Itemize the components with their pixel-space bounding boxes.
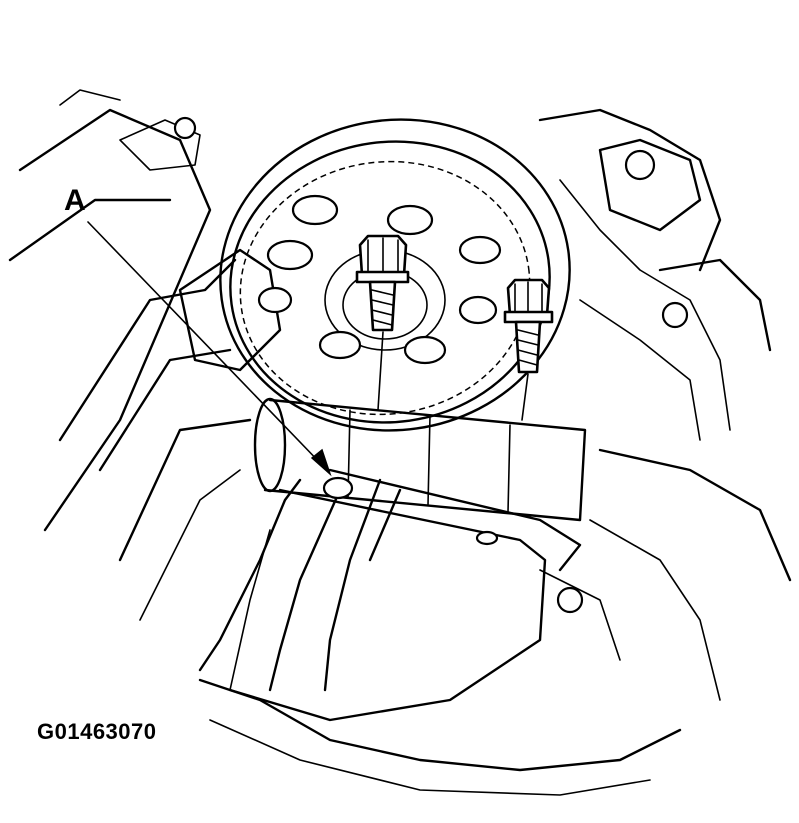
pulley-hole (386, 204, 434, 236)
crankshaft-pulley (219, 118, 571, 432)
pulley-hole (458, 235, 502, 265)
pulley-hole (318, 330, 362, 360)
bolt-right (503, 278, 554, 421)
pulley-hole (403, 335, 447, 365)
engine-block-left (8, 89, 282, 621)
pulley-hole (257, 286, 293, 314)
bolt-head-icon (173, 116, 197, 140)
mount-bracket (198, 468, 682, 796)
pulley-hole (266, 239, 314, 271)
mount-hole (475, 530, 499, 546)
pulley-hole (291, 194, 339, 226)
mount-hole (322, 476, 354, 500)
callout-label-a: A (64, 184, 86, 217)
pulley-hole (458, 295, 498, 325)
shaft-cylinder (253, 397, 587, 522)
callout-leader (87, 221, 332, 477)
figure-id: G01463070 (37, 719, 157, 744)
bolt-head-icon (556, 586, 584, 614)
bolt-left (355, 234, 410, 411)
bolt-head-icon (661, 301, 689, 329)
engine-block-right (538, 108, 792, 701)
bolt-head-icon (624, 149, 656, 181)
